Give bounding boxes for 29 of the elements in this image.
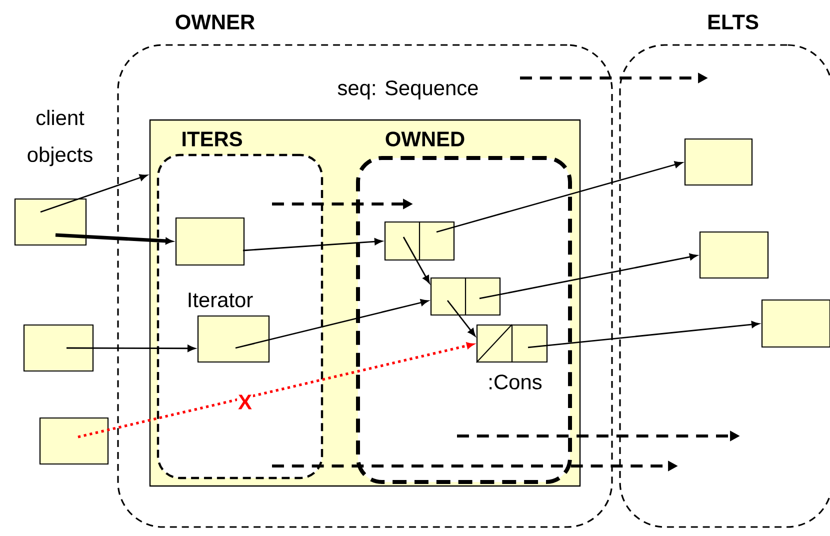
cons-cell xyxy=(430,277,501,316)
arrow xyxy=(479,253,698,300)
arrow xyxy=(235,299,429,349)
arrow xyxy=(528,321,760,348)
heading: Iterator xyxy=(188,292,253,308)
arrow xyxy=(402,236,430,284)
object-box xyxy=(684,138,753,186)
heading: seq: Sequence xyxy=(338,80,478,100)
arrow xyxy=(242,238,382,252)
object-box xyxy=(699,231,769,279)
object-box xyxy=(175,217,245,266)
heading: :Cons xyxy=(490,374,542,390)
object-box xyxy=(14,198,87,246)
heading: ITERS xyxy=(182,132,242,146)
heading: OWNER xyxy=(176,14,255,30)
arrow xyxy=(78,342,474,438)
heading: OWNED xyxy=(386,132,464,146)
object-box xyxy=(23,324,94,372)
edge-label: X xyxy=(237,394,253,410)
arrow xyxy=(446,300,476,336)
arrow xyxy=(40,174,148,213)
arrow xyxy=(55,233,173,244)
object-box xyxy=(39,417,109,465)
label: client objects xyxy=(28,110,92,166)
arrow xyxy=(66,344,196,352)
cons-cell xyxy=(384,221,455,261)
heading: ELTS xyxy=(708,14,758,30)
arrow xyxy=(436,161,683,233)
object-box xyxy=(761,299,830,348)
